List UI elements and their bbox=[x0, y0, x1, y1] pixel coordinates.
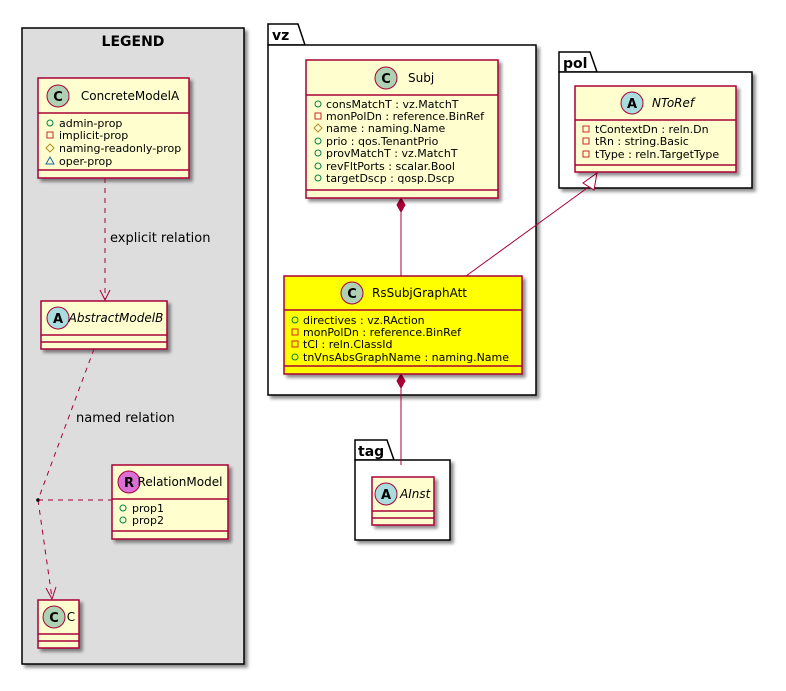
attribute: tCl : reln.ClassId bbox=[303, 338, 393, 351]
vis-private-icon bbox=[46, 131, 54, 139]
vis-private-icon bbox=[582, 137, 590, 145]
vis-public-icon bbox=[314, 137, 322, 145]
attribute: prop1 bbox=[132, 502, 164, 515]
rssubj-composition-line bbox=[396, 372, 406, 465]
explicit-relation-label: explicit relation bbox=[110, 231, 210, 246]
vis-public-icon bbox=[46, 119, 54, 127]
vis-public-icon bbox=[119, 516, 127, 524]
package-title: tag bbox=[358, 444, 384, 460]
class-name: Subj bbox=[408, 71, 434, 85]
subj-composition-line bbox=[396, 196, 406, 276]
attr-list: tContextDn : reln.Dn tRn : string.Basic … bbox=[582, 123, 719, 161]
attr-list: consMatchT : vz.MatchT monPolDn : refere… bbox=[313, 98, 485, 185]
concrete-model-a-class: C ConcreteModelA admin-prop implicit-pro… bbox=[37, 77, 190, 179]
vis-package-icon bbox=[45, 155, 55, 165]
abstract-class-icon: A bbox=[381, 488, 391, 503]
attribute: oper-prop bbox=[59, 155, 112, 168]
attribute: consMatchT : vz.MatchT bbox=[326, 98, 459, 111]
package-title: vz bbox=[272, 28, 289, 44]
attribute: provMatchT : vz.MatchT bbox=[326, 147, 458, 160]
attribute: monPolDn : reference.BinRef bbox=[303, 326, 462, 339]
attribute: prio : qos.TenantPrio bbox=[326, 135, 439, 148]
attr-list: admin-prop implicit-prop naming-readonly… bbox=[45, 117, 181, 168]
attribute: implicit-prop bbox=[59, 129, 128, 142]
rssubjgraphatt-class: C RsSubjGraphAtt directives : vz.RAction… bbox=[283, 275, 523, 375]
inheritance-line bbox=[465, 171, 598, 277]
relation-class-icon: R bbox=[124, 476, 134, 491]
vis-public-icon bbox=[314, 149, 322, 157]
subj-class: C Subj consMatchT : vz.MatchT monPolDn :… bbox=[305, 59, 499, 199]
class-name: AInst bbox=[399, 487, 432, 501]
relation-model-class: R RelationModel prop1 prop2 bbox=[111, 464, 229, 540]
attribute: tRn : string.Basic bbox=[595, 135, 689, 148]
attribute: targetDscp : qosp.Dscp bbox=[326, 172, 455, 185]
vis-private-icon bbox=[582, 125, 590, 133]
c-class: C C bbox=[37, 599, 80, 649]
explicit-relation-arrow: explicit relation bbox=[99, 178, 210, 302]
attribute: revFltPorts : scalar.Bool bbox=[326, 160, 455, 173]
named-relation-label: named relation bbox=[76, 411, 175, 426]
vis-public-icon bbox=[119, 504, 127, 512]
legend-title: LEGEND bbox=[102, 34, 165, 50]
vis-private-icon bbox=[582, 150, 590, 158]
class-name: RelationModel bbox=[138, 475, 223, 489]
attribute: naming-readonly-prop bbox=[59, 142, 181, 155]
class-name: ConcreteModelA bbox=[81, 89, 180, 103]
attribute: tContextDn : reln.Dn bbox=[595, 123, 709, 136]
attr-list: directives : vz.RAction monPolDn : refer… bbox=[291, 314, 509, 364]
package-title: pol bbox=[563, 56, 587, 72]
attribute: directives : vz.RAction bbox=[303, 314, 425, 327]
vis-protected-icon bbox=[45, 143, 55, 153]
ainst-class: A AInst bbox=[371, 476, 435, 526]
vis-private-icon bbox=[291, 328, 299, 336]
class-name: RsSubjGraphAtt bbox=[372, 286, 467, 300]
attribute: name : naming.Name bbox=[326, 122, 446, 135]
class-icon: C bbox=[53, 90, 63, 105]
attribute: prop2 bbox=[132, 514, 164, 527]
class-name: AbstractModelB bbox=[68, 311, 164, 325]
vis-private-icon bbox=[314, 112, 322, 120]
abstract-class-icon: A bbox=[53, 312, 63, 327]
class-name: C bbox=[67, 610, 75, 624]
named-relation-arrow: named relation bbox=[36, 348, 175, 601]
ntoref-class: A NToRef tContextDn : reln.Dn tRn : stri… bbox=[574, 85, 737, 173]
vis-protected-icon bbox=[313, 123, 323, 133]
vis-private-icon bbox=[291, 340, 299, 348]
vis-public-icon bbox=[291, 316, 299, 324]
class-icon: C bbox=[347, 287, 357, 302]
attribute: monPolDn : reference.BinRef bbox=[326, 110, 485, 123]
class-icon: C bbox=[49, 611, 59, 626]
vis-public-icon bbox=[314, 162, 322, 170]
vis-public-icon bbox=[291, 353, 299, 361]
vis-public-icon bbox=[314, 174, 322, 182]
class-name: NToRef bbox=[652, 96, 696, 110]
attribute: tnVnsAbsGraphName : naming.Name bbox=[303, 351, 509, 364]
abstract-model-b-class: A AbstractModelB bbox=[40, 300, 168, 350]
attribute: admin-prop bbox=[59, 117, 122, 130]
vis-public-icon bbox=[314, 100, 322, 108]
class-icon: C bbox=[381, 72, 391, 87]
attribute: tType : reln.TargetType bbox=[595, 148, 719, 161]
abstract-class-icon: A bbox=[627, 97, 637, 112]
